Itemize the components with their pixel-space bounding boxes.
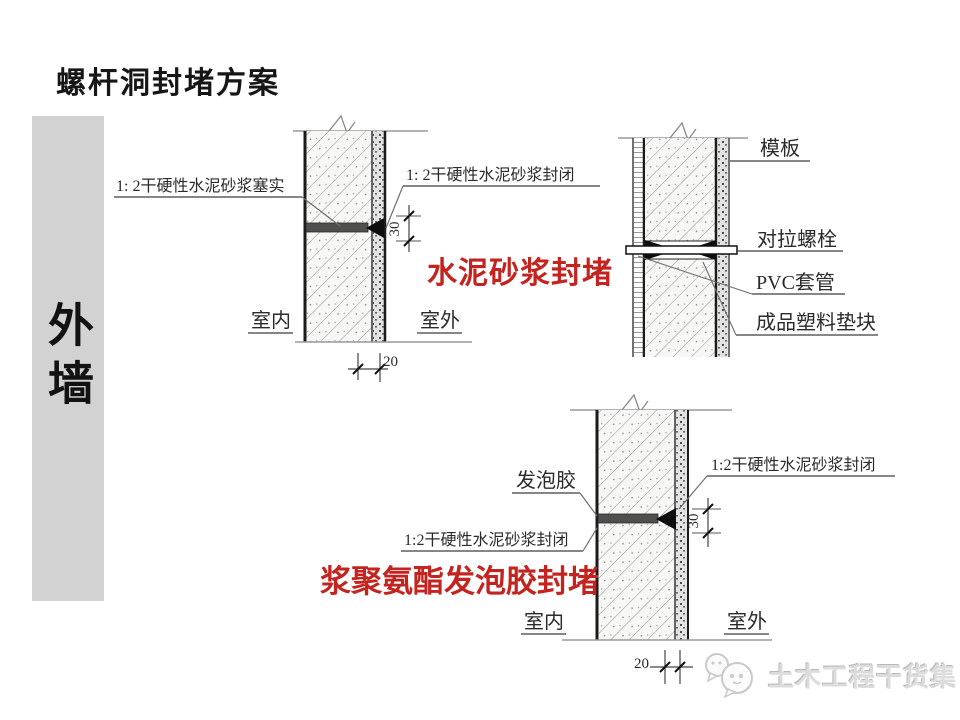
cement-plug-label: 1: 2干硬性水泥砂浆塞实	[116, 177, 284, 195]
dim-20-label: 20	[634, 656, 649, 672]
sidebar-label: 外墙	[42, 300, 94, 417]
break-line-icon	[669, 121, 697, 142]
foam-band	[597, 513, 659, 524]
foam-label: 发泡胶	[516, 469, 576, 492]
wechat-bubbles-icon	[705, 653, 753, 699]
concrete-wall-hatch	[306, 131, 372, 342]
outdoor-label: 室外	[727, 610, 767, 633]
drawing-tie-bolt: 模板 对拉螺栓 PVC套管 成品塑料垫块	[618, 121, 878, 357]
page-title: 螺杆洞封堵方案	[56, 67, 280, 100]
indoor-label: 室内	[524, 610, 564, 633]
outdoor-label: 室外	[420, 309, 460, 332]
break-line-icon	[621, 393, 649, 414]
pvc-sleeve-label: PVC套管	[756, 271, 835, 294]
exterior-plaster-strip	[373, 131, 384, 342]
dim-30-label: 30	[686, 514, 702, 529]
tie-bolt-label: 对拉螺栓	[757, 228, 837, 251]
exterior-plaster-strip	[676, 410, 687, 640]
mortar-cone	[366, 218, 384, 238]
cement-caption: 水泥砂浆封堵	[427, 257, 613, 290]
tie-bolt-bar	[625, 245, 738, 255]
sidebar-bar: 外墙	[32, 116, 104, 601]
foam-caption: 浆聚氨酯发泡胶封堵	[320, 564, 599, 599]
watermark: 土木工程干货集	[702, 650, 957, 700]
watermark-label: 土木工程干货集	[768, 661, 958, 692]
break-line-icon	[328, 114, 356, 135]
foam-seal-right-label: 1:2干硬性水泥砂浆封闭	[711, 456, 875, 474]
dim-30-label: 30	[387, 222, 403, 237]
plastic-spacer-label: 成品塑料垫块	[756, 311, 876, 334]
concrete-wall-hatch	[598, 410, 675, 640]
indoor-label: 室内	[251, 309, 291, 332]
dim-20-label: 20	[383, 354, 398, 370]
foam-seal-left-label: 1:2干硬性水泥砂浆封闭	[404, 531, 568, 549]
drawing-cement-mortar: 1: 2干硬性水泥砂浆塞实 1: 2干硬性水泥砂浆封闭 30 20 室内	[114, 114, 600, 382]
drawing-foam: 发泡胶 1:2干硬性水泥砂浆封闭 1:2干硬性水泥砂浆封闭 30 20	[401, 393, 895, 684]
cement-seal-label: 1: 2干硬性水泥砂浆封闭	[406, 166, 574, 184]
formwork-label: 模板	[760, 137, 800, 160]
mortar-cone	[656, 508, 676, 530]
